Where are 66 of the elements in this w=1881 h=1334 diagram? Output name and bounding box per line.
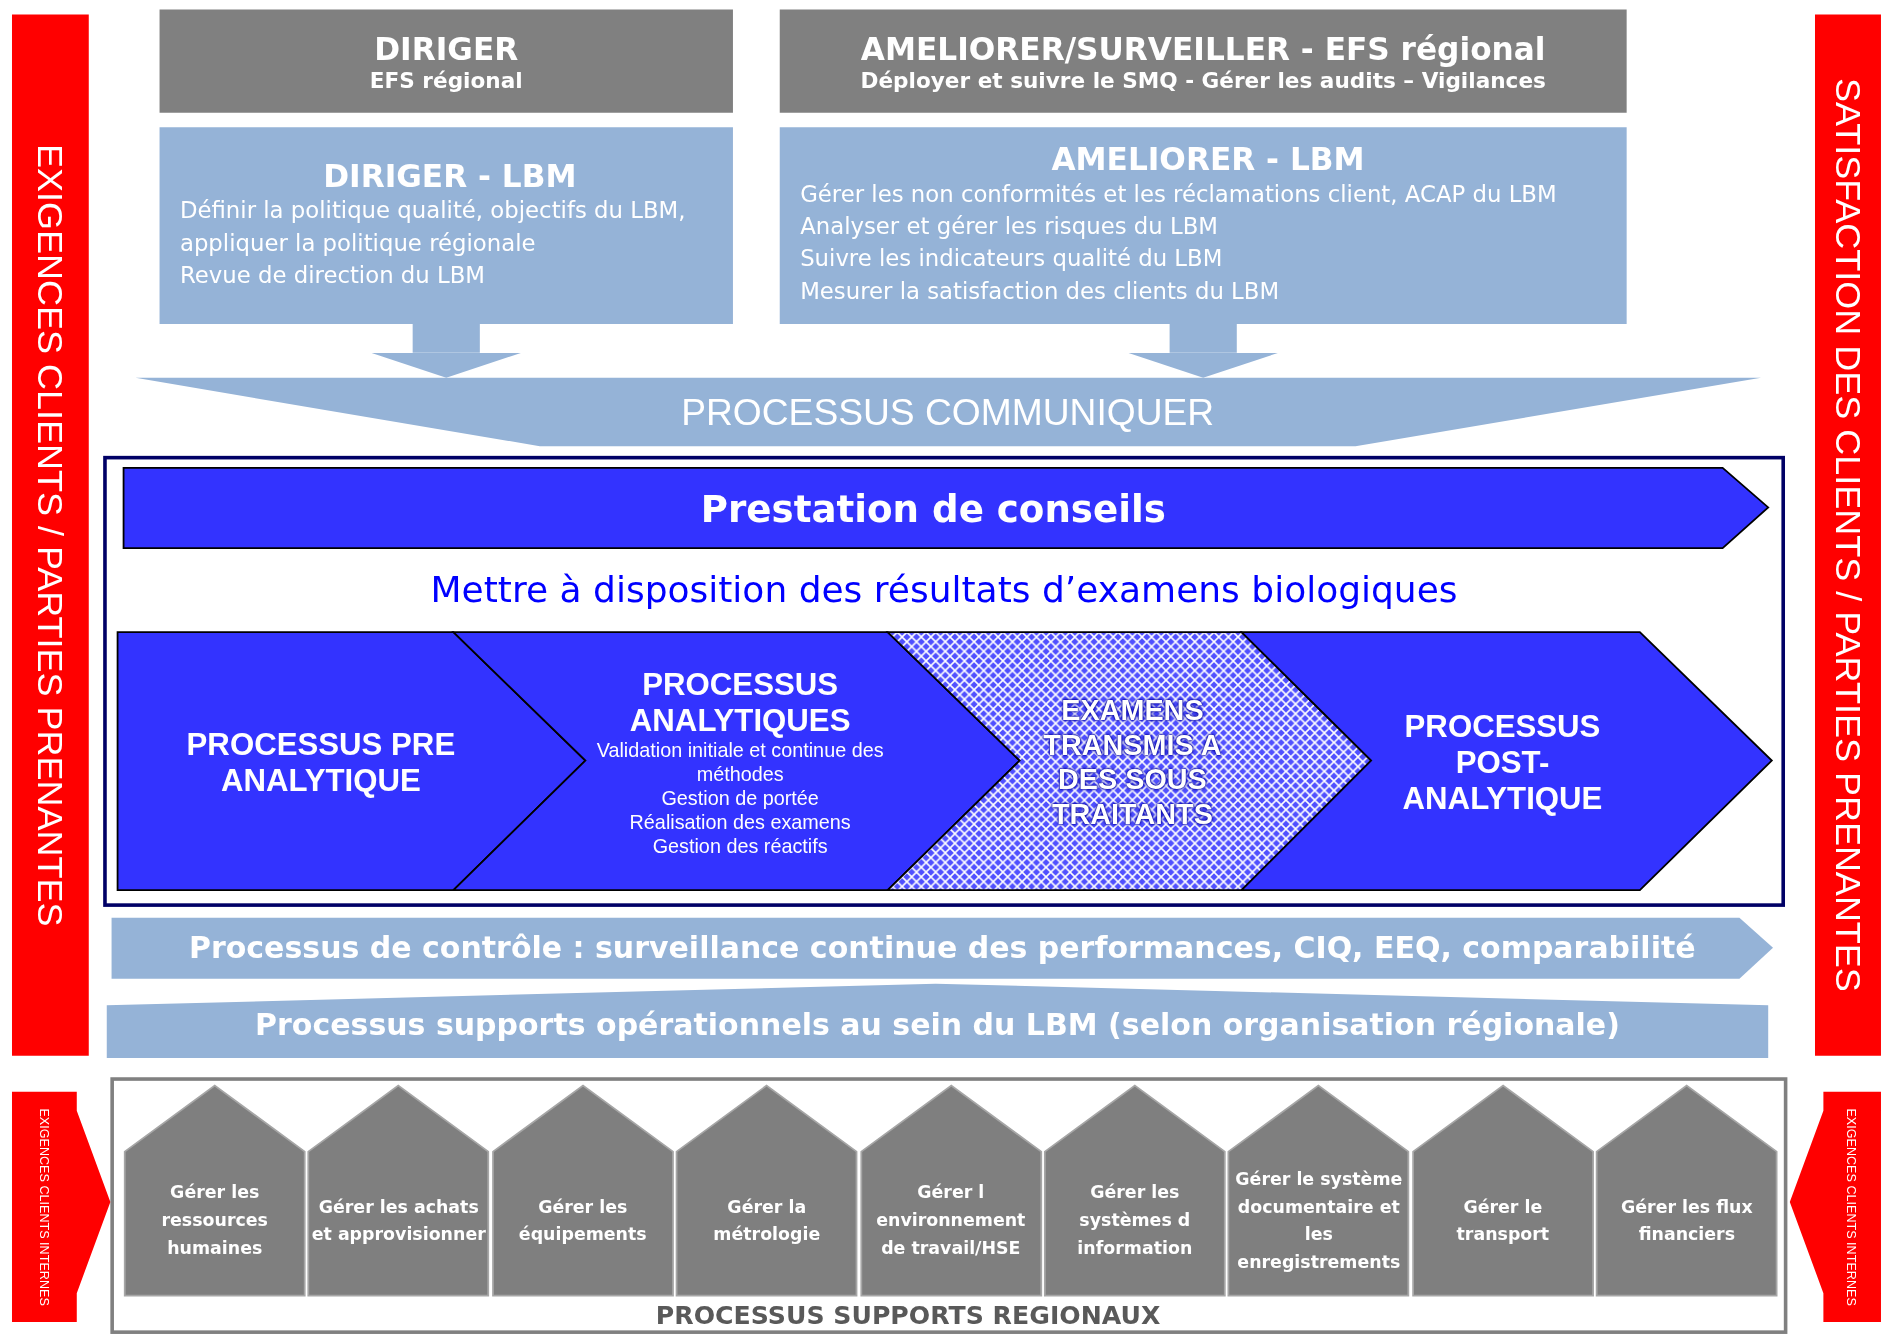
list-item: Définir la politique qualité, objectifs du LBM, appliquer la politique régionale (179, 195, 687, 258)
house-shape (860, 1085, 1041, 1296)
chevron-label: PROCESSUS POST-ANALYTIQUE (1401, 707, 1604, 816)
chevron-label: PROCESSUS ANALYTIQUES (628, 665, 852, 738)
house-label: Gérer les équipements (517, 1195, 648, 1246)
house-shape (676, 1085, 857, 1296)
house-label: Gérer les systèmes d information (1076, 1181, 1194, 1260)
house-shape (1228, 1085, 1409, 1296)
requirement-tab (12, 1091, 111, 1322)
list-item: Analyser et gérer les risques du LBM (800, 211, 1219, 241)
chevron-label: PROCESSUS PRE ANALYTIQUE (185, 725, 457, 798)
process-box (779, 127, 1627, 324)
process-step (453, 632, 1020, 891)
header-box (159, 9, 733, 113)
chevron-label: Prestation de conseils (699, 486, 1167, 530)
house-label: Gérer les achats et approvisionner (311, 1195, 487, 1246)
list-item: Suivre les indicateurs qualité du LBM (800, 243, 1224, 274)
box-heading: AMELIORER - LBM (1050, 141, 1366, 178)
process-step (1241, 632, 1772, 891)
list-item: Réalisation des examens (628, 809, 852, 834)
side-band (1815, 14, 1881, 1056)
box-heading: DIRIGER (373, 30, 520, 67)
process-box (159, 127, 733, 324)
house-shape (124, 1085, 305, 1296)
banner-label: Processus de contrôle : surveillance continue des performances, CIQ, EEQ, comparabilité (187, 930, 1697, 966)
block-arrow (1127, 323, 1279, 378)
box-heading: AMELIORER/SURVEILLER - EFS régional (859, 30, 1547, 67)
header-box (779, 9, 1627, 113)
house-shape (492, 1085, 673, 1296)
process-banner (106, 983, 1769, 1059)
box-heading: DIRIGER - LBM (322, 157, 578, 194)
frame-box (103, 455, 1785, 907)
band-label: SATISFACTION DES CLIENTS / PARTIES PRENANTES (1827, 78, 1869, 992)
process-step (123, 467, 1769, 549)
house-label: Gérer les ressources humaines (160, 1181, 269, 1260)
box-subtitle: Déployer et suivre le SMQ - Gérer les audits – Vigilances (859, 66, 1547, 92)
house-label: Gérer la métrologie (712, 1195, 822, 1246)
house-shape (308, 1085, 489, 1296)
arrow-label: EXIGENCES CLIENTS INTERNES (1845, 1108, 1860, 1306)
house-shape (1596, 1085, 1777, 1296)
arrow-label: EXIGENCES CLIENTS INTERNES (37, 1108, 52, 1306)
list-item: Gestion des réactifs (651, 833, 829, 858)
house-shape (1412, 1085, 1593, 1296)
band-label: EXIGENCES CLIENTS / PARTIES PRENANTES (30, 143, 71, 927)
step-label: EXAMENS TRANSMIS A DES SOUS TRAITANTS (1042, 692, 1223, 832)
list-item: Gestion de portée (660, 785, 820, 810)
house-label: Gérer le transport (1455, 1195, 1551, 1246)
block-arrow (370, 323, 522, 378)
list-item: Validation initiale et continue des méthodes (595, 738, 885, 786)
frame-label: Mettre à disposition des résultats d’examens biologiques (429, 568, 1459, 610)
house-shape (1044, 1085, 1225, 1296)
list-item: Mesurer la satisfaction des clients du LBM (800, 276, 1281, 306)
frame-label: PROCESSUS SUPPORTS REGIONAUX (654, 1301, 1162, 1331)
list-item: Revue de direction du LBM (179, 259, 486, 290)
box-subtitle: EFS régional (368, 66, 524, 92)
frame-box (110, 1077, 1788, 1334)
house-label: Gérer l environnement de travail/HSE (875, 1181, 1027, 1260)
list-item: Gérer les non conformités et les réclamations client, ACAP du LBM (800, 178, 1558, 209)
banner-label: Processus supports opérationnels au sein du LBM (selon organisation régionale) (254, 1007, 1621, 1042)
process-banner (111, 917, 1773, 979)
process-step (117, 632, 586, 891)
house-label: Gérer le système documentaire et les enregistrements (1234, 1168, 1404, 1274)
side-band (12, 14, 89, 1056)
requirement-tab (1789, 1091, 1881, 1322)
house-label: Gérer les flux financiers (1620, 1195, 1754, 1246)
banner-label: PROCESSUS COMMUNIQUER (680, 391, 1216, 435)
